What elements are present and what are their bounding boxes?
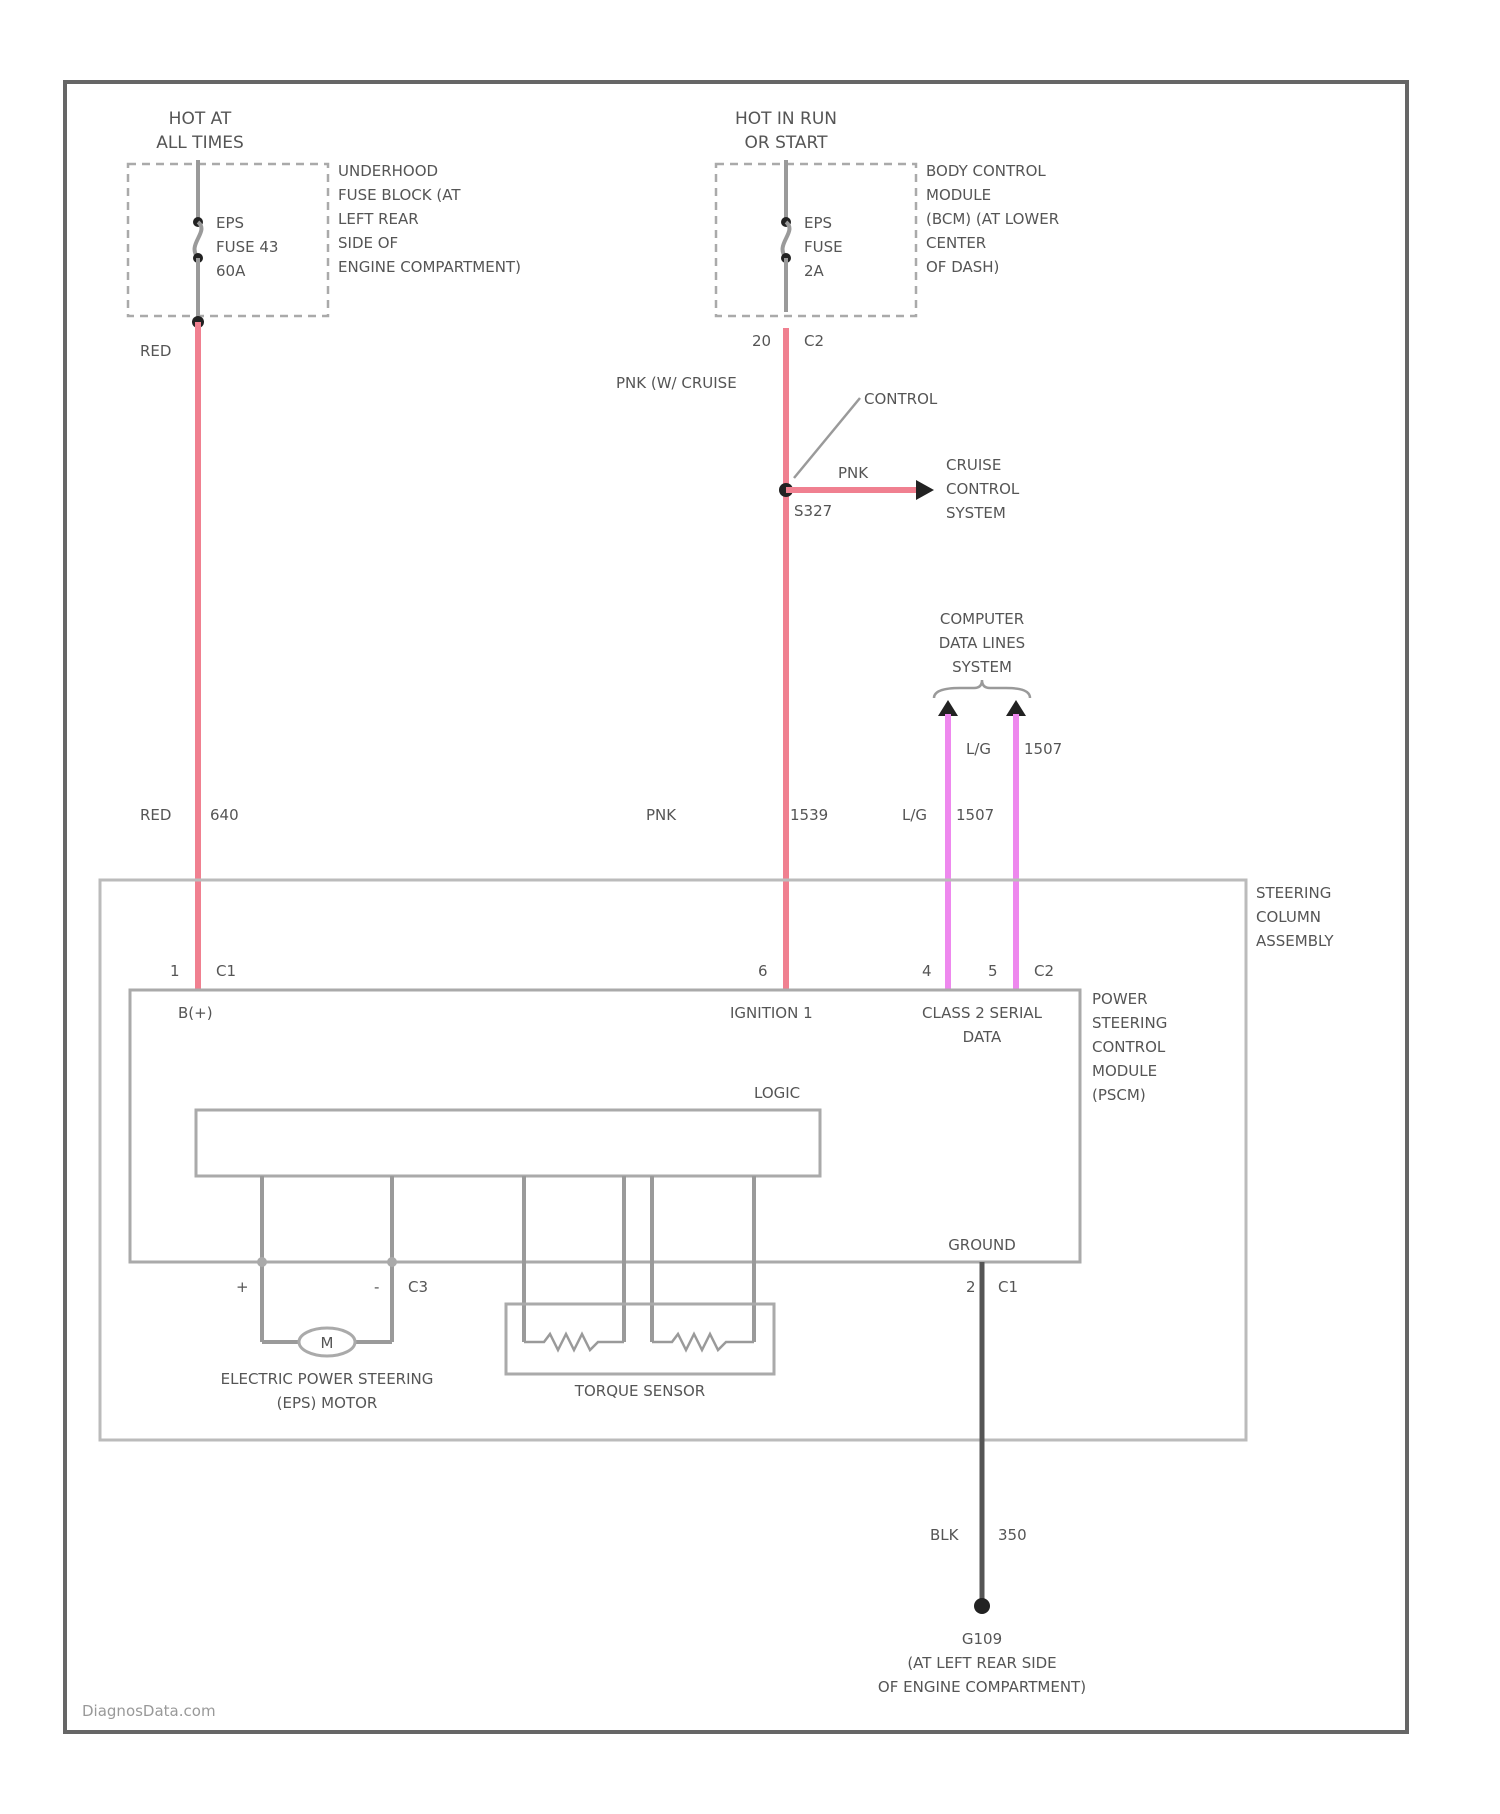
data-lines-label: COMPUTER: [940, 610, 1024, 628]
arrow-up-icon: [938, 700, 958, 716]
circuit-number: 1507: [1024, 740, 1062, 758]
ground-point-icon: [974, 1598, 990, 1614]
data-lines-label: DATA LINES: [939, 634, 1025, 652]
connector-id: C2: [1034, 962, 1054, 980]
wire-color-pnk: PNK: [646, 806, 677, 824]
pscm-label: MODULE: [1092, 1062, 1157, 1080]
motor-pin-plus: +: [236, 1278, 249, 1296]
wire-color-red: RED: [140, 806, 171, 824]
ground-location: (AT LEFT REAR SIDE: [907, 1654, 1056, 1672]
connector-id: C1: [998, 1278, 1018, 1296]
pscm-label: CONTROL: [1092, 1038, 1166, 1056]
pscm-pin-label: CLASS 2 SERIAL: [922, 1004, 1043, 1022]
pscm-pin-label: DATA: [963, 1028, 1002, 1046]
resistor-icon: [652, 1334, 754, 1350]
fuse-block-label: LEFT REAR: [338, 210, 419, 228]
control-label: CONTROL: [864, 390, 938, 408]
source-label-run: HOT IN RUN: [735, 109, 837, 129]
fuse1-label: EPS: [216, 214, 244, 232]
cruise-label: CRUISE: [946, 456, 1001, 474]
steering-assembly-label: STEERING: [1256, 884, 1331, 902]
circuit-number: 1507: [956, 806, 994, 824]
cruise-label: SYSTEM: [946, 504, 1006, 522]
fuse2-symbol: [783, 222, 790, 258]
motor-pin-minus: -: [374, 1278, 379, 1296]
fuse-block-label: FUSE BLOCK (AT: [338, 186, 461, 204]
source-label-always: ALL TIMES: [156, 133, 244, 153]
arrow-right-icon: [916, 480, 934, 500]
resistor-icon: [524, 1334, 624, 1350]
ground-location: OF ENGINE COMPARTMENT): [878, 1678, 1086, 1696]
data-lines-brace: [934, 680, 1030, 698]
fuse2-label: EPS: [804, 214, 832, 232]
connector-pin: 4: [922, 962, 932, 980]
circuit-number: 640: [210, 806, 239, 824]
wire-color-lg: L/G: [966, 740, 991, 758]
bcm-label: OF DASH): [926, 258, 999, 276]
circuit-number: 350: [998, 1526, 1027, 1544]
pscm-label: POWER: [1092, 990, 1148, 1008]
connector-pin: 6: [758, 962, 768, 980]
data-lines-label: SYSTEM: [952, 658, 1012, 676]
pscm-module: [130, 990, 1080, 1262]
pscm-pin-label: GROUND: [948, 1236, 1016, 1254]
pscm-pin-label: B(+): [178, 1004, 213, 1022]
watermark: DiagnosData.com: [82, 1702, 216, 1720]
connector-id: C2: [804, 332, 824, 350]
steering-assembly-label: ASSEMBLY: [1256, 932, 1334, 950]
circuit-number: 1539: [790, 806, 828, 824]
logic-block: [196, 1110, 820, 1176]
fuse-block-label: ENGINE COMPARTMENT): [338, 258, 521, 276]
connector-terminal: [387, 1257, 397, 1267]
fuse2-label: 2A: [804, 262, 825, 280]
diagram-frame: [65, 82, 1407, 1732]
wire-color-red: RED: [140, 342, 171, 360]
connector-id: C1: [216, 962, 236, 980]
connector-pin: 1: [170, 962, 180, 980]
wire-color-pnk: PNK: [838, 464, 869, 482]
pscm-pin-label: IGNITION 1: [730, 1004, 813, 1022]
connector-id: C3: [408, 1278, 428, 1296]
steering-assembly-label: COLUMN: [1256, 908, 1321, 926]
wire-color-blk: BLK: [930, 1526, 960, 1544]
pscm-label: (PSCM): [1092, 1086, 1146, 1104]
steering-column-assembly: [100, 880, 1246, 1440]
arrow-up-icon: [1006, 700, 1026, 716]
motor-label: ELECTRIC POWER STEERING: [221, 1370, 434, 1388]
connector-terminal: [257, 1257, 267, 1267]
fuse1-symbol: [195, 222, 202, 258]
bcm-label: BODY CONTROL: [926, 162, 1046, 180]
fuse-block-label: SIDE OF: [338, 234, 398, 252]
motor-symbol: M: [321, 1334, 334, 1352]
fuse1-label: FUSE 43: [216, 238, 278, 256]
fuse2-label: FUSE: [804, 238, 843, 256]
pscm-label: STEERING: [1092, 1014, 1167, 1032]
logic-label: LOGIC: [754, 1084, 800, 1102]
wire-color-pnk: PNK (W/ CRUISE: [616, 374, 737, 392]
motor-label: (EPS) MOTOR: [277, 1394, 378, 1412]
connector-pin: 5: [988, 962, 998, 980]
source-label-run: OR START: [744, 133, 828, 153]
splice-id: S327: [794, 502, 832, 520]
bcm-label: MODULE: [926, 186, 991, 204]
bcm-label: CENTER: [926, 234, 986, 252]
bcm-label: (BCM) (AT LOWER: [926, 210, 1059, 228]
ground-id: G109: [962, 1630, 1002, 1648]
cruise-label: CONTROL: [946, 480, 1020, 498]
wire-color-lg: L/G: [902, 806, 927, 824]
fuse-block-label: UNDERHOOD: [338, 162, 438, 180]
torque-sensor-label: TORQUE SENSOR: [574, 1382, 705, 1400]
fuse1-label: 60A: [216, 262, 246, 280]
source-label-always: HOT AT: [169, 109, 232, 129]
connector-pin: 20: [752, 332, 771, 350]
connector-pin: 2: [966, 1278, 976, 1296]
